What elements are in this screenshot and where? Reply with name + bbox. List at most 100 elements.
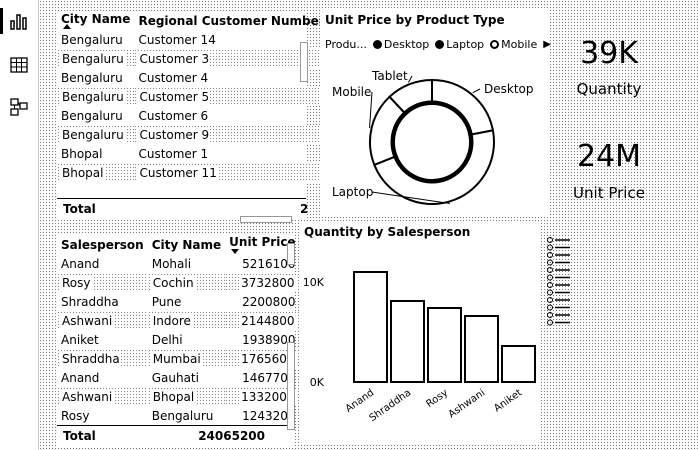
- table-icon[interactable]: [9, 55, 29, 75]
- table-cell: Rosy: [57, 406, 148, 425]
- column-header-regional-customer-number[interactable]: Regional Customer Number: [138, 13, 325, 28]
- cell-customer-number: Customer 11: [138, 165, 218, 180]
- sort-ascending-icon: [63, 24, 71, 29]
- table-row[interactable]: Bengaluru Customer 5: [57, 87, 357, 106]
- cell-unit-price: 1243200: [242, 408, 296, 423]
- table-row[interactable]: Bengaluru Customer 3: [57, 49, 357, 68]
- cell-salesperson: Shraddha: [61, 351, 121, 366]
- cell-city-name: Mohali: [151, 256, 192, 271]
- card-unit-price-value: 24M: [576, 139, 642, 174]
- donut-label-laptop: Laptop: [332, 185, 373, 199]
- donut-leader-line: [408, 75, 413, 83]
- bar-anand[interactable]: [353, 271, 388, 383]
- donut-slice-laptop[interactable]: [373, 129, 495, 205]
- bar-shraddha[interactable]: [390, 300, 425, 383]
- bar-ashwani[interactable]: [464, 315, 499, 383]
- table-cell: Bhopal: [147, 387, 226, 406]
- sales-table-scroll-up[interactable]: [287, 243, 295, 265]
- donut-slice-tablet[interactable]: [388, 78, 433, 116]
- cell-salesperson: Rosy: [61, 275, 92, 290]
- cell-customer-number: Customer 5: [138, 89, 211, 104]
- table-cell: 2200800: [225, 292, 299, 311]
- donut-leader-line: [369, 91, 373, 129]
- table-cell: Customer 14: [134, 30, 338, 49]
- cell-city-name: Bhopal: [61, 146, 103, 161]
- legend-next-chevron-icon[interactable]: ▶: [543, 39, 551, 50]
- placeholder-bullet: [547, 312, 553, 318]
- table-cell: 3732800: [225, 273, 300, 292]
- cell-customer-number: Customer 14: [138, 32, 216, 47]
- table-row[interactable]: Anand Mohali 5216100: [57, 254, 300, 273]
- cell-city-name: Cochin: [151, 275, 195, 290]
- legend-item-desktop[interactable]: Desktop: [383, 38, 430, 51]
- y-tick-label: 10K: [303, 276, 325, 289]
- cell-salesperson: Shraddha: [61, 294, 119, 309]
- cell-city-name: Bengaluru: [61, 51, 125, 66]
- table-row[interactable]: Shraddha Pune 2200800: [57, 292, 300, 311]
- cell-unit-price: 3732800: [240, 275, 296, 290]
- total-label: Total: [63, 429, 96, 443]
- column-header-unit-price[interactable]: Unit Price: [225, 235, 299, 254]
- table-cell: Customer 5: [134, 87, 339, 106]
- city-table-vertical-scrollbar[interactable]: [300, 42, 308, 82]
- placeholder-bullet: [547, 244, 553, 251]
- table-cell: Customer 6: [134, 106, 338, 125]
- table-cell: Customer 11: [134, 163, 339, 182]
- sales-table-total-row: Total 24065200: [57, 425, 295, 446]
- table-cell: 1332000: [225, 387, 300, 406]
- sales-table-vertical-scrollbar[interactable]: [287, 342, 295, 430]
- bar-chart-icon[interactable]: [9, 11, 29, 31]
- cell-salesperson: Ashwani: [61, 313, 114, 328]
- table-cell: Pune: [148, 292, 225, 311]
- placeholder-bullet: [547, 237, 553, 243]
- donut-inner-ring: [390, 100, 474, 184]
- cell-city-name: Bengaluru: [61, 70, 123, 85]
- column-header-salesperson[interactable]: Salesperson: [61, 237, 144, 252]
- bar-rosy[interactable]: [427, 307, 462, 383]
- total-value: 2: [300, 202, 309, 216]
- table-cell: Bengaluru: [57, 87, 135, 106]
- city-table-horizontal-scrollbar[interactable]: [240, 216, 292, 223]
- column-header-city-name[interactable]: City Name: [151, 237, 222, 252]
- cell-unit-price: 2200800: [242, 294, 296, 309]
- cell-unit-price: 5216100: [242, 256, 296, 271]
- y-tick-label: 0K: [310, 376, 325, 389]
- table-cell: 1467700: [225, 368, 299, 387]
- cell-city-name: Delhi: [151, 332, 183, 347]
- legend-title: Produ...: [325, 38, 367, 51]
- table-cell: Bengaluru: [57, 106, 134, 125]
- table-cell: Delhi: [148, 330, 225, 349]
- cell-unit-price: 1467700: [242, 370, 296, 385]
- cell-salesperson: Anand: [61, 256, 100, 271]
- empty-visual-placeholder[interactable]: [540, 230, 672, 326]
- card-unit-price-label: Unit Price: [573, 184, 645, 202]
- cell-customer-number: Customer 3: [138, 51, 211, 66]
- legend-marker-laptop: [435, 40, 445, 49]
- cell-unit-price: 1332000: [240, 389, 296, 404]
- salesperson-table: Salesperson City Name Unit Price Anand Mo…: [57, 235, 300, 446]
- bar-aniket[interactable]: [501, 345, 536, 383]
- cell-city-name: Bengaluru: [61, 89, 125, 104]
- table-row[interactable]: Rosy Cochin 3732800: [57, 273, 300, 292]
- legend-item-mobile[interactable]: Mobile: [501, 38, 538, 51]
- list-placeholder-icon: [547, 237, 570, 326]
- cell-customer-number: Customer 9: [138, 127, 211, 142]
- column-header-city-name[interactable]: City Name: [57, 11, 134, 30]
- cell-city-name: Pune: [151, 294, 182, 309]
- model-icon[interactable]: [9, 97, 29, 117]
- placeholder-bullet: [547, 297, 553, 303]
- legend-item-laptop[interactable]: Laptop: [446, 38, 485, 51]
